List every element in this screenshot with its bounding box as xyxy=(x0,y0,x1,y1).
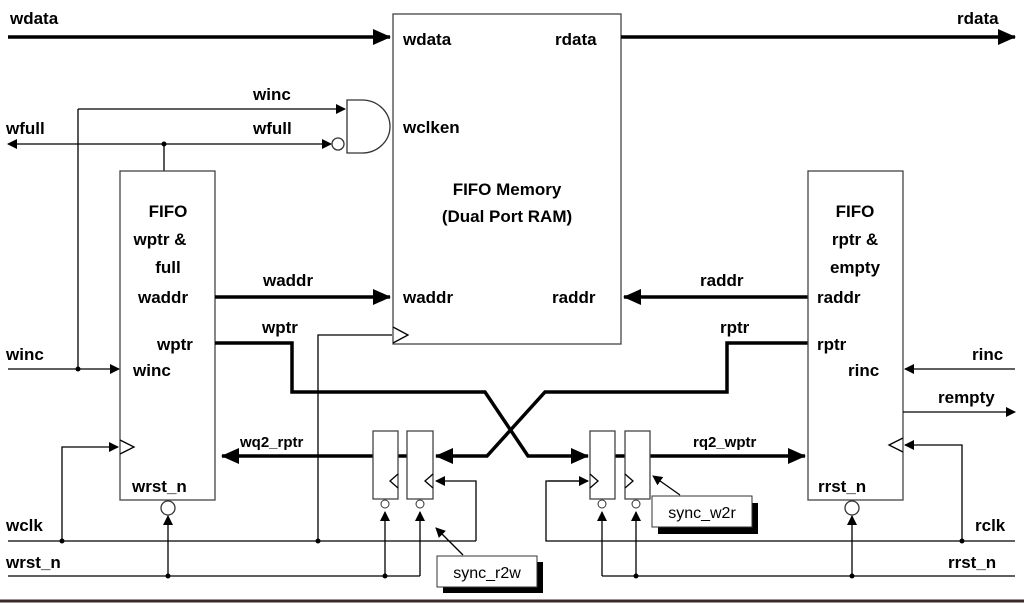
rblock-line1: FIFO xyxy=(836,202,875,221)
memory-wclk-wire xyxy=(317,334,392,540)
memory-port-rdata: rdata xyxy=(555,30,597,49)
rblock-clk-wire xyxy=(904,440,963,541)
waddr-label: waddr xyxy=(262,271,313,290)
junction-dot xyxy=(633,573,639,579)
winc-input-label: winc xyxy=(5,345,44,364)
memory-port-waddr: waddr xyxy=(402,288,453,307)
junction-dot xyxy=(315,538,321,544)
junction-dot xyxy=(59,538,65,544)
wblock-port-waddr: waddr xyxy=(137,288,188,307)
flop-clock-icon xyxy=(424,473,434,489)
rptr-bus xyxy=(435,341,808,464)
junction-dot xyxy=(165,573,171,579)
wfull-out-label: wfull xyxy=(5,119,45,138)
inverter-bubble-icon xyxy=(331,137,345,151)
wblock-clock-icon xyxy=(119,439,136,455)
wq2-rptr-label: wq2_rptr xyxy=(239,434,304,451)
wdata-label: wdata xyxy=(9,9,59,28)
rptr-empty-block xyxy=(807,170,904,501)
sync-r2w-pointer xyxy=(435,527,464,556)
wblock-port-winc: winc xyxy=(132,361,171,380)
junction-dot xyxy=(382,573,388,579)
memory-clock-icon xyxy=(392,326,410,344)
sync-w2r-label: sync_w2r xyxy=(668,505,736,522)
sync-w2r-flop-2 xyxy=(624,430,651,500)
winc-gate-label: winc xyxy=(252,85,291,104)
rblock-line2: rptr & xyxy=(832,230,878,249)
wblock-line2: wptr & xyxy=(133,230,187,249)
raddr-label: raddr xyxy=(700,271,744,290)
sync-r2w-flop-2 xyxy=(406,430,434,500)
wptr-full-block xyxy=(119,170,216,501)
flop-reset-bubble-icon xyxy=(631,499,641,509)
rrst-n-label: rrst_n xyxy=(948,553,996,572)
sync-w2r-callout xyxy=(651,495,753,528)
wblock-line3: full xyxy=(155,258,181,277)
rblock-port-rrst-n: rrst_n xyxy=(818,477,866,496)
sync-r2w-flop-1 xyxy=(372,430,399,500)
fifo-memory-block xyxy=(392,13,622,345)
and-gate-icon xyxy=(346,99,391,154)
rq2-wptr-label: rq2_wptr xyxy=(693,434,757,451)
rempty-label: rempty xyxy=(938,388,995,407)
rinc-label: rinc xyxy=(972,345,1003,364)
memory-title: FIFO Memory xyxy=(453,180,562,199)
rptr-label: rptr xyxy=(720,318,750,337)
memory-port-wclken: wclken xyxy=(402,118,460,137)
wblock-reset-bubble-icon xyxy=(160,500,176,516)
rblock-port-rptr: rptr xyxy=(817,335,847,354)
wblock-clk-wire xyxy=(61,442,119,541)
memory-subtitle: (Dual Port RAM) xyxy=(442,207,572,226)
rclk-label: rclk xyxy=(975,516,1006,535)
memory-port-wdata: wdata xyxy=(402,30,452,49)
rdata-label: rdata xyxy=(957,9,999,28)
flop-clock-icon xyxy=(389,473,399,489)
wfull-gate-label: wfull xyxy=(252,119,292,138)
wclk-label: wclk xyxy=(5,516,43,535)
flop-clock-icon xyxy=(624,473,634,489)
junction-dot xyxy=(161,141,167,147)
rblock-port-rinc: rinc xyxy=(848,361,879,380)
junction-dot xyxy=(75,366,81,372)
rblock-port-raddr: raddr xyxy=(817,288,861,307)
flop-clock-icon xyxy=(589,473,599,489)
wrst-n-label: wrst_n xyxy=(5,553,61,572)
sync-r2w-clk-wire xyxy=(435,476,477,541)
rblock-line3: empty xyxy=(830,258,881,277)
flop-reset-bubble-icon xyxy=(380,499,390,509)
wptr-label: wptr xyxy=(261,318,298,337)
memory-port-raddr: raddr xyxy=(552,288,596,307)
wblock-port-wptr: wptr xyxy=(156,335,193,354)
sync-w2r-flop-1 xyxy=(589,430,616,500)
sync-w2r-pointer xyxy=(652,475,681,496)
junction-dot xyxy=(849,573,855,579)
wblock-port-wrst-n: wrst_n xyxy=(131,477,187,496)
rblock-clock-icon xyxy=(887,437,904,453)
wptr-bus xyxy=(215,341,589,464)
sync-r2w-label: sync_r2w xyxy=(453,565,521,582)
junction-dot xyxy=(959,538,965,544)
flop-reset-bubble-icon xyxy=(597,499,607,509)
flop-reset-bubble-icon xyxy=(415,499,425,509)
rclk-wire xyxy=(545,480,1015,542)
wblock-line1: FIFO xyxy=(149,202,188,221)
rblock-reset-bubble-icon xyxy=(844,500,860,516)
sync-r2w-callout xyxy=(436,555,538,588)
